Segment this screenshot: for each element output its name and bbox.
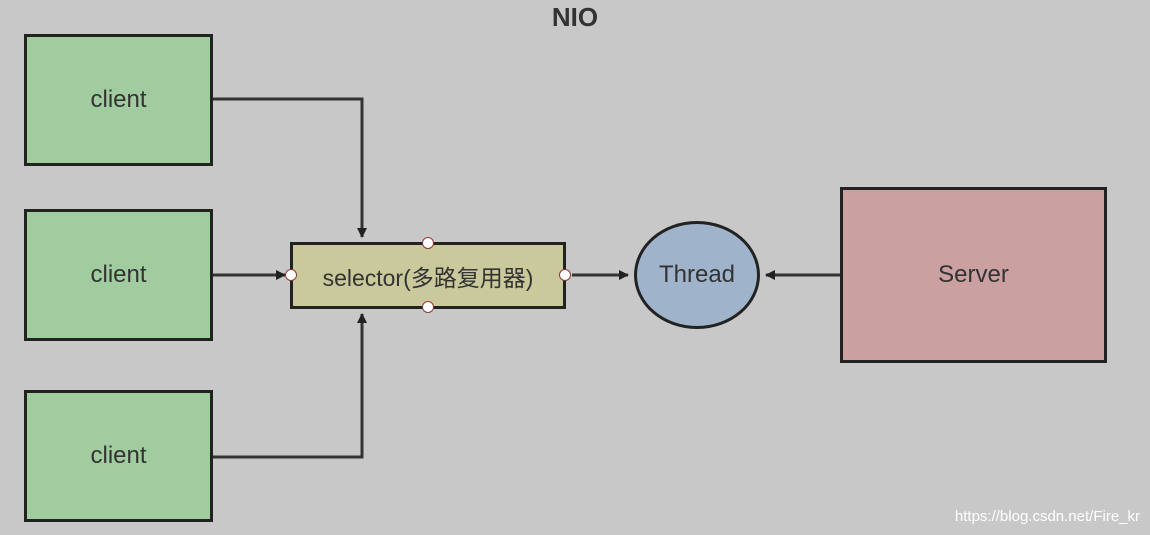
connector-client3-selector	[213, 313, 367, 459]
client-box-3[interactable]: client	[24, 390, 213, 522]
server-label: Server	[938, 261, 1009, 288]
client-box-1[interactable]: client	[24, 34, 213, 166]
client-label: client	[90, 442, 147, 469]
selector-handle-left[interactable]	[285, 269, 297, 281]
thread-label: Thread	[658, 261, 736, 288]
selector-handle-bottom[interactable]	[422, 301, 434, 313]
server-box[interactable]: Server	[840, 187, 1107, 363]
selector-handle-top[interactable]	[422, 237, 434, 249]
watermark-text: https://blog.csdn.net/Fire_kr	[954, 508, 1140, 525]
diagram-title: NIO	[551, 2, 599, 32]
selector-box[interactable]: selector(多路复用器)	[290, 242, 566, 309]
selector-handle-right[interactable]	[559, 269, 571, 281]
client-label: client	[90, 261, 147, 288]
client-box-2[interactable]: client	[24, 209, 213, 341]
connector-client1-selector	[213, 97, 367, 238]
thread-node[interactable]: Thread	[634, 221, 760, 329]
selector-label: selector(多路复用器)	[322, 264, 534, 291]
client-label: client	[90, 86, 147, 113]
